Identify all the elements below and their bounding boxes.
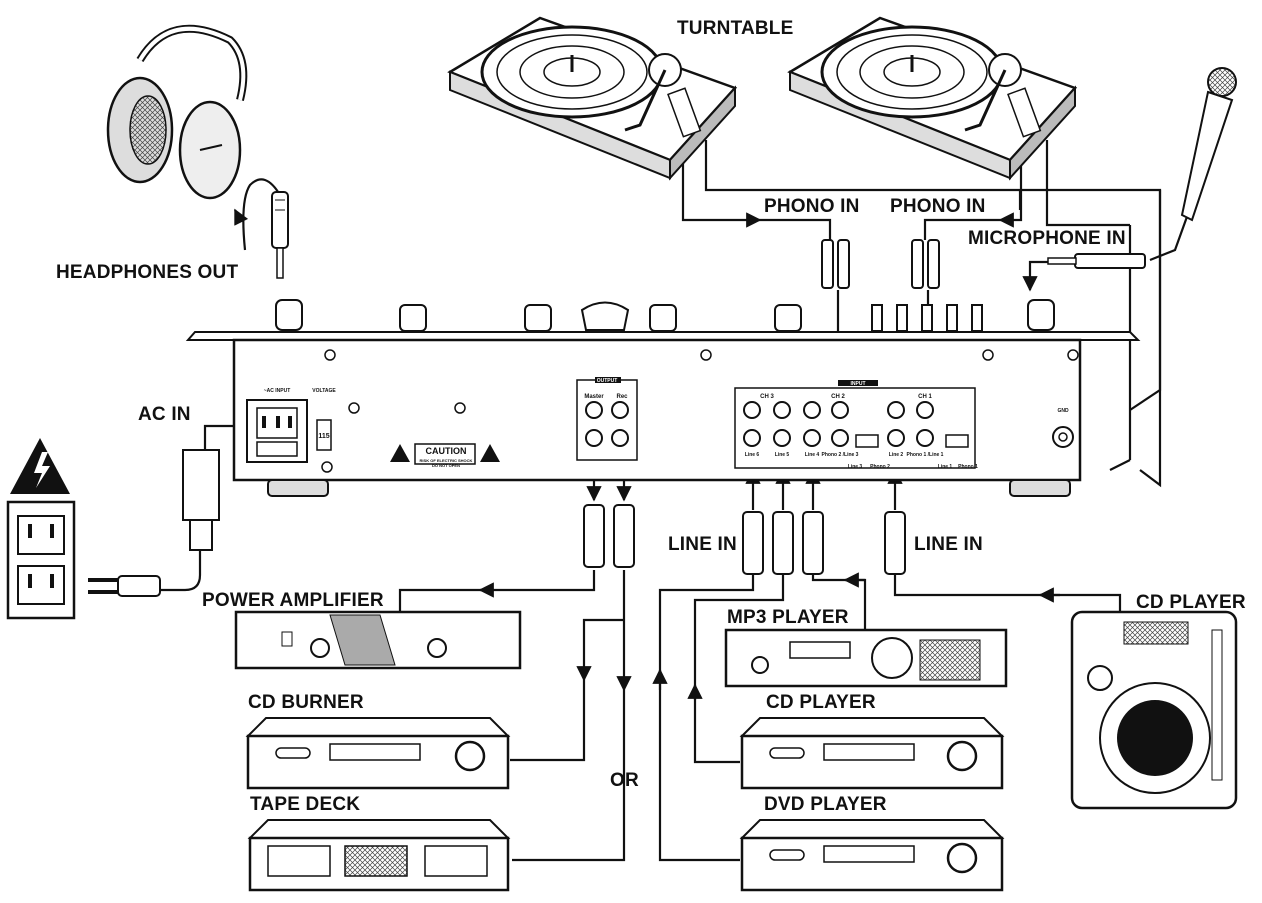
- tape-deck-icon: [247, 819, 511, 892]
- dvd-player-label: DVD PLAYER: [764, 794, 887, 815]
- phono1-line1-label: Phono 1 /Line 1: [907, 452, 944, 458]
- cd-player-mid-label: CD PLAYER: [766, 692, 876, 713]
- high-voltage-warning-icon: [10, 438, 70, 494]
- line2-label: Line 2: [889, 452, 904, 458]
- line-in-plugs: [742, 511, 906, 575]
- output-rec: Rec: [616, 394, 628, 400]
- headphones-icon: [106, 24, 248, 200]
- voltage-label: VOLTAGE: [312, 388, 336, 394]
- caution-sub2: DO NOT OPEN: [432, 463, 460, 468]
- sw-phono2-label: Phono 2: [870, 464, 890, 470]
- cd-burner-label: CD BURNER: [248, 692, 364, 713]
- line-in-label-1: LINE IN: [668, 534, 737, 555]
- ch1-label: CH 1: [918, 394, 932, 400]
- dvd-player-icon: [739, 819, 1005, 892]
- cd-burner-icon: [245, 717, 511, 790]
- ac-plug-icon: [88, 449, 220, 597]
- phono-in-label-1: PHONO IN: [764, 196, 860, 217]
- phono2-line3-label: Phono 2 /Line 3: [822, 452, 859, 458]
- headphones-out-label: HEADPHONES OUT: [56, 262, 239, 283]
- turntable-label: TURNTABLE: [677, 18, 794, 39]
- turntable-left: [447, 16, 738, 181]
- cd-player-mid-icon: [739, 717, 1005, 790]
- voltage-value: 115: [318, 433, 329, 440]
- line5-label: Line 5: [775, 452, 790, 458]
- output-plugs: [583, 504, 635, 568]
- caution-sub: RISK OF ELECTRIC SHOCK: [420, 458, 473, 463]
- sw-phono1-label: Phono 1: [958, 464, 978, 470]
- or-label: OR: [610, 770, 639, 791]
- phono-plugs-left: [821, 239, 850, 289]
- headphone-plug-icon: [271, 191, 289, 279]
- output-title: OUTPUT: [597, 378, 618, 384]
- panel-labels: CAUTION RISK OF ELECTRIC SHOCK DO NOT OP…: [264, 378, 1069, 470]
- cd-player-right-label: CD PLAYER: [1136, 592, 1246, 613]
- ch2-label: CH 2: [831, 394, 845, 400]
- ac-input-label: ~AC INPUT: [264, 388, 291, 394]
- power-amplifier-icon: [234, 610, 522, 670]
- microphone-icon: [1180, 67, 1237, 222]
- power-amplifier-label: POWER AMPLIFIER: [202, 590, 384, 611]
- line4-label: Line 4: [805, 452, 820, 458]
- mixer-rear-panel: [185, 299, 1141, 497]
- phono-in-label-2: PHONO IN: [890, 196, 986, 217]
- gnd-label: GND: [1057, 408, 1069, 414]
- wall-outlet-icon: [6, 500, 76, 620]
- phono-plugs-right: [911, 239, 940, 289]
- mp3-player-icon: [724, 628, 1008, 688]
- mic-plug-icon: [1047, 253, 1146, 269]
- tape-deck-label: TAPE DECK: [250, 794, 361, 815]
- cd-player-right-icon: [1070, 610, 1238, 810]
- output-master: Master: [584, 394, 604, 400]
- microphone-in-label: MICROPHONE IN: [968, 228, 1126, 249]
- mp3-player-label: MP3 PLAYER: [727, 607, 849, 628]
- turntable-right: [787, 16, 1078, 181]
- line6-label: Line 6: [745, 452, 760, 458]
- sw-line3-label: Line 3: [848, 464, 863, 470]
- input-title: INPUT: [851, 381, 866, 387]
- caution-title: CAUTION: [426, 446, 467, 456]
- ac-in-label: AC IN: [138, 404, 191, 425]
- line-in-label-2: LINE IN: [914, 534, 983, 555]
- ch3-label: CH 3: [760, 394, 774, 400]
- sw-line1-label: Line 1: [938, 464, 953, 470]
